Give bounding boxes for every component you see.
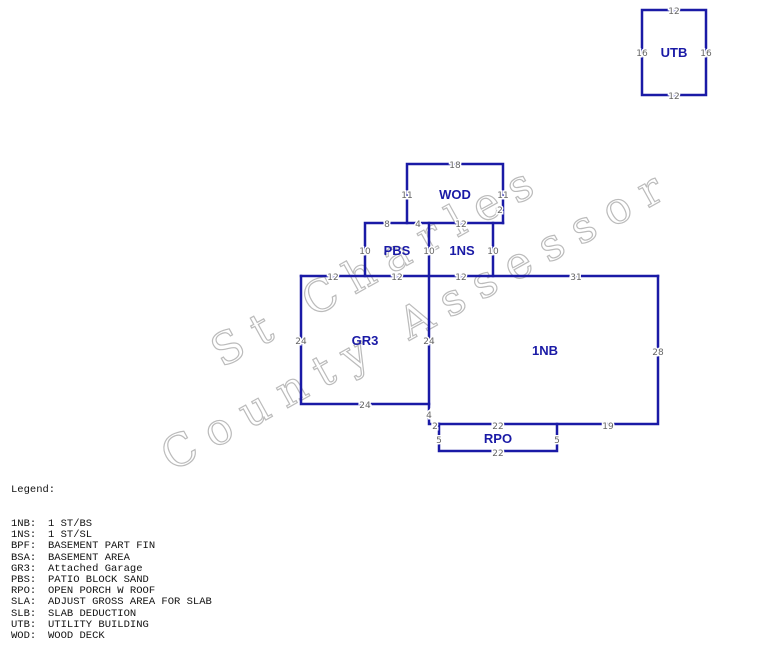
legend-code: RPO: [11, 585, 37, 598]
legend-item: UTB: UTILITY BUILDING [11, 618, 212, 631]
legend-description: Attached Garage [48, 562, 143, 575]
legend-item: SLA: ADJUST GROSS AREA FOR SLAB [11, 597, 212, 608]
legend-code: SLB: [11, 607, 37, 620]
area-label-wod: WOD [439, 187, 471, 202]
nb1-outline [437, 274, 660, 426]
utb-outline [640, 8, 708, 97]
dimension-label: 22 [492, 422, 503, 432]
wod-outline [405, 162, 505, 225]
legend-description: BASEMENT AREA [48, 551, 130, 564]
dimension-label: 10 [487, 247, 499, 257]
legend-item: RPO: OPEN PORCH W ROOF [11, 586, 212, 597]
legend-description: UTILITY BUILDING [48, 618, 149, 631]
dimension-label: 11 [401, 191, 412, 201]
area-label-gr3: GR3 [352, 333, 379, 348]
legend-description: BASEMENT PART FIN [48, 540, 156, 553]
dimension-label: 12 [668, 7, 679, 17]
area-label-utb: UTB [661, 45, 688, 60]
legend-title: Legend: [11, 484, 56, 497]
legend-code: BPF: [11, 540, 37, 553]
area-label-rpo: RPO [484, 431, 512, 446]
gr3-outline [299, 274, 431, 406]
dimension-label: 28 [652, 348, 664, 358]
legend-item: BSA: BASEMENT AREA [11, 551, 212, 564]
legend-code: 1NB: [11, 518, 37, 531]
dimension-label: 2 [497, 206, 503, 216]
legend: Legend: 1NB: 1 ST/BS 1NS: 1 ST/SL BPF: BASEME… [11, 463, 212, 653]
dimension-label: 12 [391, 273, 402, 283]
legend-description: ADJUST GROSS AREA FOR SLAB [48, 596, 212, 609]
dimension-label: 2 [432, 422, 438, 432]
dimension-label: 22 [492, 449, 503, 459]
legend-code: SLA: [11, 596, 37, 609]
dimension-label: 12 [455, 220, 466, 230]
center-wall [427, 221, 441, 426]
dimension-label: 11 [497, 191, 508, 201]
legend-code: PBS: [11, 574, 37, 587]
dimension-label: 12 [455, 273, 466, 283]
legend-description: OPEN PORCH W ROOF [48, 585, 156, 598]
legend-item: BPF: BASEMENT PART FIN [11, 541, 212, 552]
legend-code: GR3: [11, 562, 37, 575]
dimension-label: 4 [415, 220, 421, 230]
dimension-label: 16 [700, 49, 712, 59]
area-label-1nb: 1NB [532, 343, 558, 358]
legend-item: GR3: Attached Garage [11, 562, 212, 575]
legend-code: WOD: [11, 630, 37, 643]
dimension-label: 31 [570, 273, 581, 283]
legend-code: 1NS: [11, 529, 37, 542]
dimension-label: 5 [436, 436, 442, 446]
legend-code: UTB: [11, 618, 37, 631]
dimension-label: 24 [359, 401, 371, 411]
legend-description: WOOD DECK [48, 630, 105, 643]
rpo-outline [437, 422, 559, 453]
dimension-label: 12 [327, 273, 338, 283]
legend-description: 1 ST/BS [48, 518, 93, 531]
dimension-label: 24 [295, 337, 307, 347]
area-label-pbs: PBS [384, 243, 411, 258]
dimension-label: 10 [423, 247, 435, 257]
dimension-label: 19 [602, 422, 614, 432]
legend-item: 1NB: 1 ST/BS [11, 518, 212, 531]
pbs-outline [363, 221, 505, 278]
legend-description: SLAB DEDUCTION [48, 607, 137, 620]
legend-description: 1 ST/SL [48, 529, 93, 542]
legend-code: BSA: [11, 551, 37, 564]
area-label-1ns: 1NS [449, 243, 475, 258]
legend-item: 1NS: 1 ST/SL [11, 530, 212, 541]
dimension-label: 5 [554, 436, 560, 446]
dimension-label: 10 [359, 247, 371, 257]
dimension-label: 18 [449, 161, 461, 171]
dimension-label: 8 [384, 220, 390, 230]
legend-item: WOD: WOOD DECK [11, 630, 212, 643]
legend-description: PATIO BLOCK SAND [48, 574, 149, 587]
dimension-label: 16 [636, 49, 648, 59]
dimension-label: 12 [668, 92, 679, 102]
dimension-label: 4 [426, 411, 432, 421]
dimension-label: 24 [423, 337, 435, 347]
legend-item: PBS: PATIO BLOCK SAND [11, 574, 212, 587]
